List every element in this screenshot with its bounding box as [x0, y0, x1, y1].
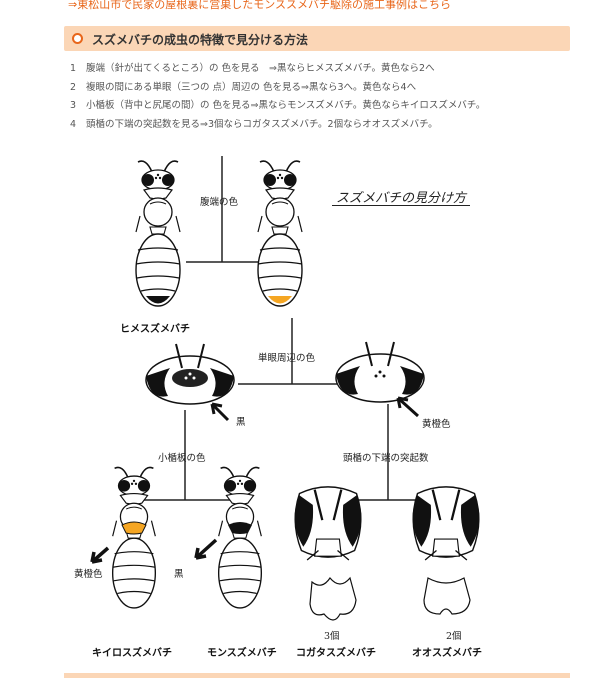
bullet-circle-icon: [72, 33, 83, 44]
diagram-title: スズメバチの見分け方: [336, 191, 467, 206]
label-black-mid: 黒: [174, 569, 184, 580]
label-two-count: 2個: [446, 631, 462, 642]
species-kiiro: キイロスズメバチ: [92, 648, 172, 659]
label-three-count: 3個: [324, 631, 340, 642]
arrow-yellow: [396, 396, 420, 418]
arrow-yellow-left: [90, 546, 110, 564]
face-kogata: [293, 485, 363, 562]
abdomen-tip-black: [146, 296, 170, 304]
label-scutellum-color: 小楯板の色: [158, 453, 206, 464]
top-link[interactable]: ⇒東松山市で民家の屋根裏に営巣したモンススメバチ駆除の施工事例はこちら: [68, 0, 451, 11]
label-black: 黒: [236, 417, 246, 428]
label-clypeus-projections: 頭楯の下端の突起数: [343, 453, 429, 464]
section-header: スズメバチの成虫の特徴で見分ける方法: [64, 26, 570, 51]
label-abdomen-tip-color: 腹端の色: [200, 197, 239, 208]
label-yellow-orange-left: 黄橙色: [74, 569, 103, 580]
abdomen-tip-orange: [268, 296, 292, 304]
bottom-bar: [64, 673, 570, 678]
species-oo: オオスズメバチ: [412, 648, 482, 659]
wasp-hime: [135, 160, 181, 307]
species-mon: モンスズメバチ: [207, 648, 277, 659]
clypeus-two: [423, 577, 471, 615]
clypeus-three: [309, 576, 357, 621]
head-light-ocelli: [335, 341, 425, 403]
scutellum-orange: [121, 521, 147, 535]
diagram-title-underline: [332, 205, 470, 206]
wasp-yellow-tip: [257, 160, 303, 307]
wasp-mon: [217, 466, 263, 609]
arrow-black-left: [194, 538, 218, 560]
species-kogata: コガタスズメバチ: [296, 648, 376, 659]
scutellum-black: [228, 522, 252, 534]
section-title: スズメバチの成虫の特徴で見分ける方法: [92, 33, 309, 47]
label-yellow-orange: 黄橙色: [422, 419, 451, 430]
wasp-kiiro: [111, 466, 157, 609]
species-hime: ヒメスズメバチ: [120, 324, 190, 335]
label-ocelli-area-color: 単眼周辺の色: [258, 353, 316, 364]
face-oo: [411, 485, 481, 562]
arrow-black: [210, 402, 230, 422]
head-dark-ocelli: [145, 343, 235, 405]
